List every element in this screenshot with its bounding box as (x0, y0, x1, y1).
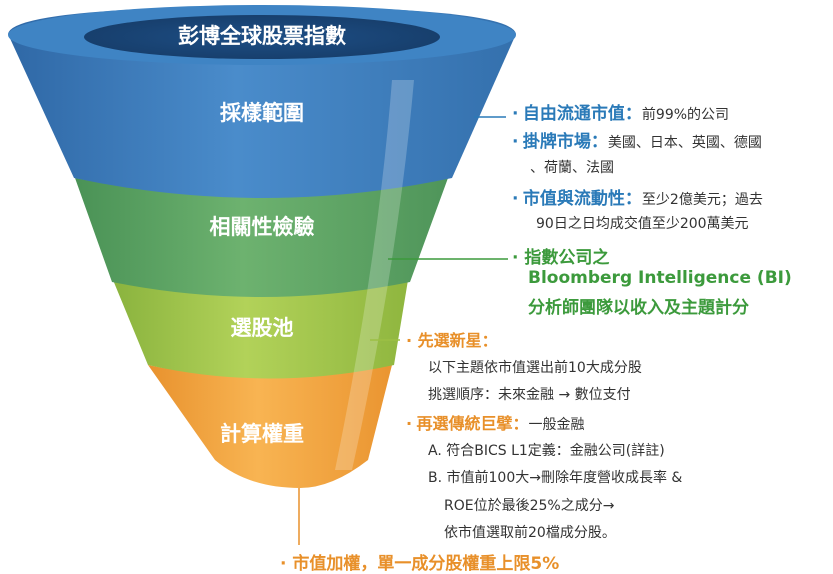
funnel-top-opening (84, 15, 440, 59)
pool-second: · 再選傳統巨擘：一般金融 (406, 414, 585, 433)
pool-first-line2: 挑選順序：未來金融 → 數位支付 (428, 387, 631, 403)
stage-label-weight: 計算權重 (220, 422, 304, 446)
pool-first-label: · 先選新星： (406, 331, 498, 350)
stage-label-sampling: 採樣範圍 (220, 101, 304, 125)
sampling-listing: · 掛牌市場：美國、日本、英國、德國 (512, 132, 762, 152)
pool-second-b3: 依市值選取前20檔成分股。 (444, 525, 616, 541)
pool-first-line1: 以下主題依市值選出前10大成分股 (428, 360, 642, 376)
funnel-stage-pool (113, 280, 408, 379)
sampling-market-cap-cont: 90日之日均成交值至少200萬美元 (536, 216, 749, 232)
weighting-text: · 市值加權，單一成分股權重上限5% (280, 554, 560, 574)
relevance-line1: · 指數公司之 (512, 248, 610, 268)
stage-label-relevance: 相關性檢驗 (209, 215, 315, 239)
relevance-line2: Bloomberg Intelligence (BI) (528, 268, 792, 288)
pool-second-b2: ROE位於最後25%之成分→ (444, 498, 615, 514)
funnel-stage-weight (148, 365, 392, 488)
pool-second-a: A. 符合BICS L1定義：金融公司(詳註) (428, 443, 665, 459)
sampling-free-float: · 自由流通市值：前99%的公司 (512, 104, 730, 124)
sampling-listing-cont: 、荷蘭、法國 (530, 160, 614, 176)
pool-second-b1: B. 市值前100大→刪除年度營收成長率 & (428, 470, 683, 486)
stage-label-pool: 選股池 (230, 316, 294, 340)
funnel-stage-relevance (75, 178, 448, 297)
sampling-market-cap: · 市值與流動性：至少2億美元；過去 (512, 189, 763, 209)
funnel-title: 彭博全球股票指數 (178, 24, 346, 48)
relevance-line3: 分析師團隊以收入及主題計分 (528, 298, 749, 318)
